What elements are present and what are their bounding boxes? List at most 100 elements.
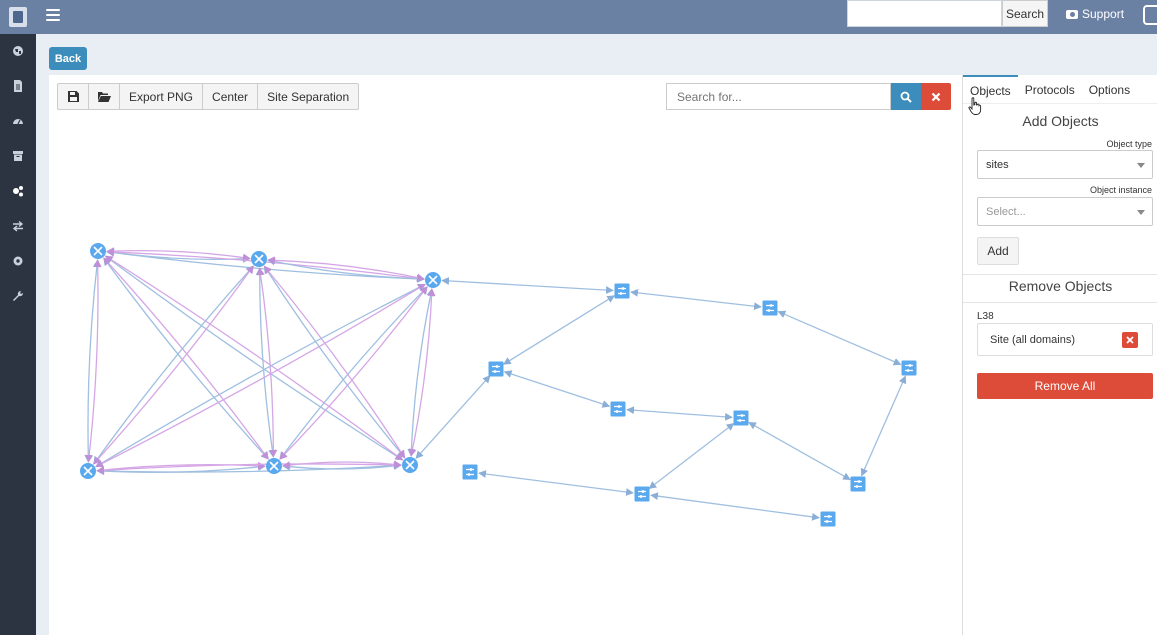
global-search-input[interactable]	[847, 0, 1002, 27]
chevron-down-icon	[1137, 163, 1145, 168]
center-button[interactable]: Center	[203, 84, 259, 109]
tab-options[interactable]: Options	[1088, 82, 1131, 97]
graph-edge[interactable]	[103, 257, 269, 460]
divider	[963, 274, 1157, 275]
switch-node[interactable]	[820, 511, 836, 527]
graph-edge[interactable]	[478, 470, 634, 496]
graph-edge[interactable]	[630, 288, 762, 311]
save-icon	[67, 91, 79, 102]
remove-object-button[interactable]	[1122, 332, 1138, 348]
swap-icon	[12, 220, 24, 232]
object-panel: Objects Protocols Options Add Objects Ob…	[962, 75, 1157, 635]
graph-edge[interactable]	[104, 255, 404, 461]
switch-node[interactable]	[762, 300, 778, 316]
remove-objects-title: Remove Objects	[1008, 278, 1113, 294]
sidebar-item-archive[interactable]	[0, 139, 36, 173]
user-icon[interactable]	[1143, 5, 1157, 25]
divider	[963, 302, 1157, 303]
switch-node[interactable]	[733, 410, 749, 426]
open-button[interactable]	[89, 84, 120, 109]
graph-panel: Export PNG Center Site Separation	[49, 75, 962, 635]
dashboard-icon	[13, 119, 23, 125]
graph-edge[interactable]	[748, 421, 851, 481]
graph-edge[interactable]	[263, 265, 406, 459]
support-link[interactable]: Support	[1066, 7, 1124, 21]
graph-edge[interactable]	[415, 375, 491, 459]
graph-edge[interactable]	[650, 492, 820, 521]
graph-edge[interactable]	[626, 406, 733, 421]
app-logo[interactable]	[0, 0, 36, 34]
sidebar-item-document[interactable]	[0, 69, 36, 103]
graph-edge[interactable]	[104, 255, 404, 461]
gear-icon	[13, 256, 23, 266]
router-node[interactable]	[266, 458, 282, 474]
tab-objects[interactable]: Objects	[963, 75, 1018, 104]
sidebar-item-settings[interactable]	[0, 244, 36, 278]
graph-edge[interactable]	[103, 257, 269, 460]
switch-node[interactable]	[850, 476, 866, 492]
sidebar-item-dashboard[interactable]	[0, 104, 36, 138]
remove-all-button[interactable]: Remove All	[977, 373, 1153, 399]
graph-search-button[interactable]	[891, 83, 921, 110]
network-graph[interactable]	[49, 75, 962, 635]
close-icon	[1126, 336, 1134, 344]
graph-edge[interactable]	[282, 460, 402, 469]
document-icon	[14, 80, 22, 92]
object-instance-label: Object instance	[1089, 185, 1152, 195]
support-label: Support	[1082, 7, 1125, 21]
site-separation-button[interactable]: Site Separation	[267, 89, 350, 104]
graph-edge[interactable]	[860, 375, 907, 477]
search-icon	[900, 91, 912, 103]
graph-edge[interactable]	[408, 288, 436, 457]
sidebar-item-tools[interactable]	[0, 279, 36, 313]
object-instance-select[interactable]: Select...	[977, 197, 1153, 226]
switch-node[interactable]	[610, 401, 626, 417]
router-node[interactable]	[90, 243, 106, 259]
router-node[interactable]	[402, 457, 418, 473]
object-type-select[interactable]: sites	[977, 150, 1153, 179]
switch-node[interactable]	[462, 464, 478, 480]
add-objects-title: Add Objects	[1022, 113, 1099, 129]
graph-edge[interactable]	[441, 277, 614, 294]
group-label: L38	[977, 311, 994, 322]
back-button[interactable]: Back	[49, 47, 87, 70]
object-type-label: Object type	[1106, 139, 1152, 149]
sidebar-item-network[interactable]	[0, 174, 36, 208]
graph-edge[interactable]	[502, 295, 616, 365]
router-node[interactable]	[80, 463, 96, 479]
menu-toggle-icon[interactable]	[46, 9, 60, 21]
panel-tabs: Objects Protocols Options	[963, 75, 1157, 104]
switch-node[interactable]	[901, 360, 917, 376]
graph-edge[interactable]	[407, 288, 435, 457]
archive-icon	[13, 151, 23, 161]
removable-object-label: Site (all domains)	[990, 333, 1075, 346]
add-object-button[interactable]: Add	[977, 237, 1019, 265]
router-node[interactable]	[251, 251, 267, 267]
export-png-button[interactable]: Export PNG	[120, 84, 204, 109]
graph-edge[interactable]	[777, 310, 902, 366]
switch-node[interactable]	[488, 361, 504, 377]
switch-node[interactable]	[634, 486, 650, 502]
sidebar	[0, 34, 36, 635]
close-icon	[931, 92, 941, 101]
graph-edge[interactable]	[263, 265, 406, 459]
global-search-button[interactable]: Search	[1002, 0, 1048, 27]
hand-cursor-icon	[968, 97, 982, 115]
globe-icon	[13, 46, 23, 56]
removable-object-row: Site (all domains)	[977, 323, 1153, 356]
graph-edge[interactable]	[93, 265, 254, 465]
top-bar: Search Support	[0, 0, 1157, 34]
graph-edge[interactable]	[93, 265, 254, 465]
save-button[interactable]	[58, 84, 89, 109]
chevron-down-icon	[1137, 210, 1145, 215]
graph-search-clear-button[interactable]	[921, 83, 951, 110]
graph-edge[interactable]	[503, 370, 611, 408]
router-node[interactable]	[425, 272, 441, 288]
switch-node[interactable]	[614, 283, 630, 299]
graph-search-input[interactable]	[666, 83, 891, 110]
object-type-value: sites	[986, 158, 1009, 171]
tab-protocols[interactable]: Protocols	[1024, 82, 1075, 97]
graph-edge[interactable]	[648, 422, 735, 490]
sidebar-item-swap[interactable]	[0, 209, 36, 243]
sidebar-item-globe[interactable]	[0, 34, 36, 68]
